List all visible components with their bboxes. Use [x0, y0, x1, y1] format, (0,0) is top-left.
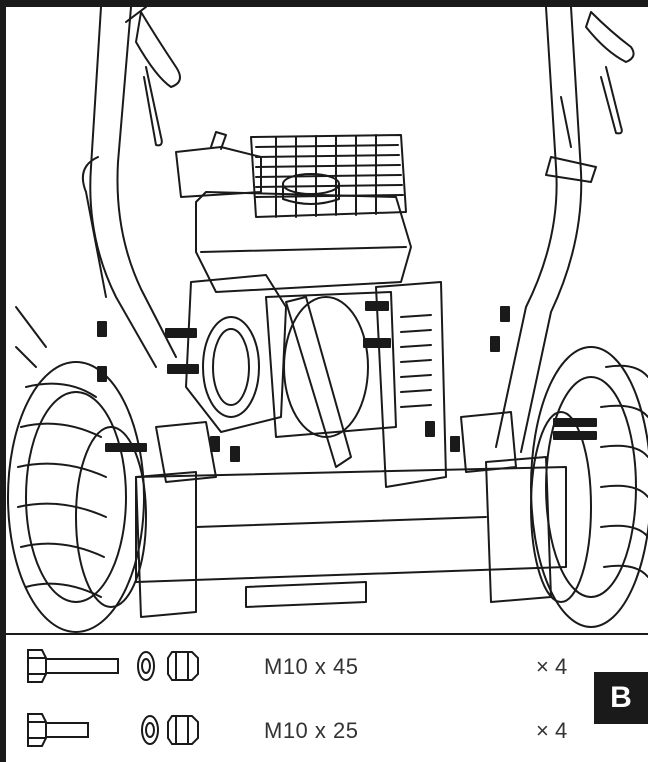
engine — [175, 131, 447, 488]
frame-top-border — [0, 0, 648, 7]
bolt-icon — [27, 649, 119, 683]
frame-left-border — [0, 0, 6, 762]
bolt-icon — [27, 713, 89, 747]
part-qty-long-bolt: × 4 — [536, 654, 568, 679]
nut-icon — [167, 651, 199, 681]
part-qty-short-bolt: × 4 — [536, 718, 568, 743]
parts-row-2: M10 x 25 × 4 — [6, 700, 648, 760]
handlebar-right — [495, 7, 635, 453]
tiller-assembly-illustration — [6, 7, 648, 634]
parts-row-1: M10 x 45 × 4 — [6, 636, 648, 696]
part-spec-short-bolt: M10 x 25 — [264, 718, 359, 743]
handlebar-left — [82, 7, 181, 368]
washer-icon — [137, 651, 155, 681]
wheel-left — [7, 306, 147, 633]
chassis-beam — [135, 411, 567, 618]
bolts — [97, 301, 597, 462]
washer-icon — [141, 715, 159, 745]
part-spec-long-bolt: M10 x 45 — [264, 654, 359, 679]
wheel-right — [530, 346, 648, 628]
step-label-badge: B — [594, 672, 648, 724]
nut-icon — [167, 715, 199, 745]
parts-divider — [6, 633, 648, 635]
